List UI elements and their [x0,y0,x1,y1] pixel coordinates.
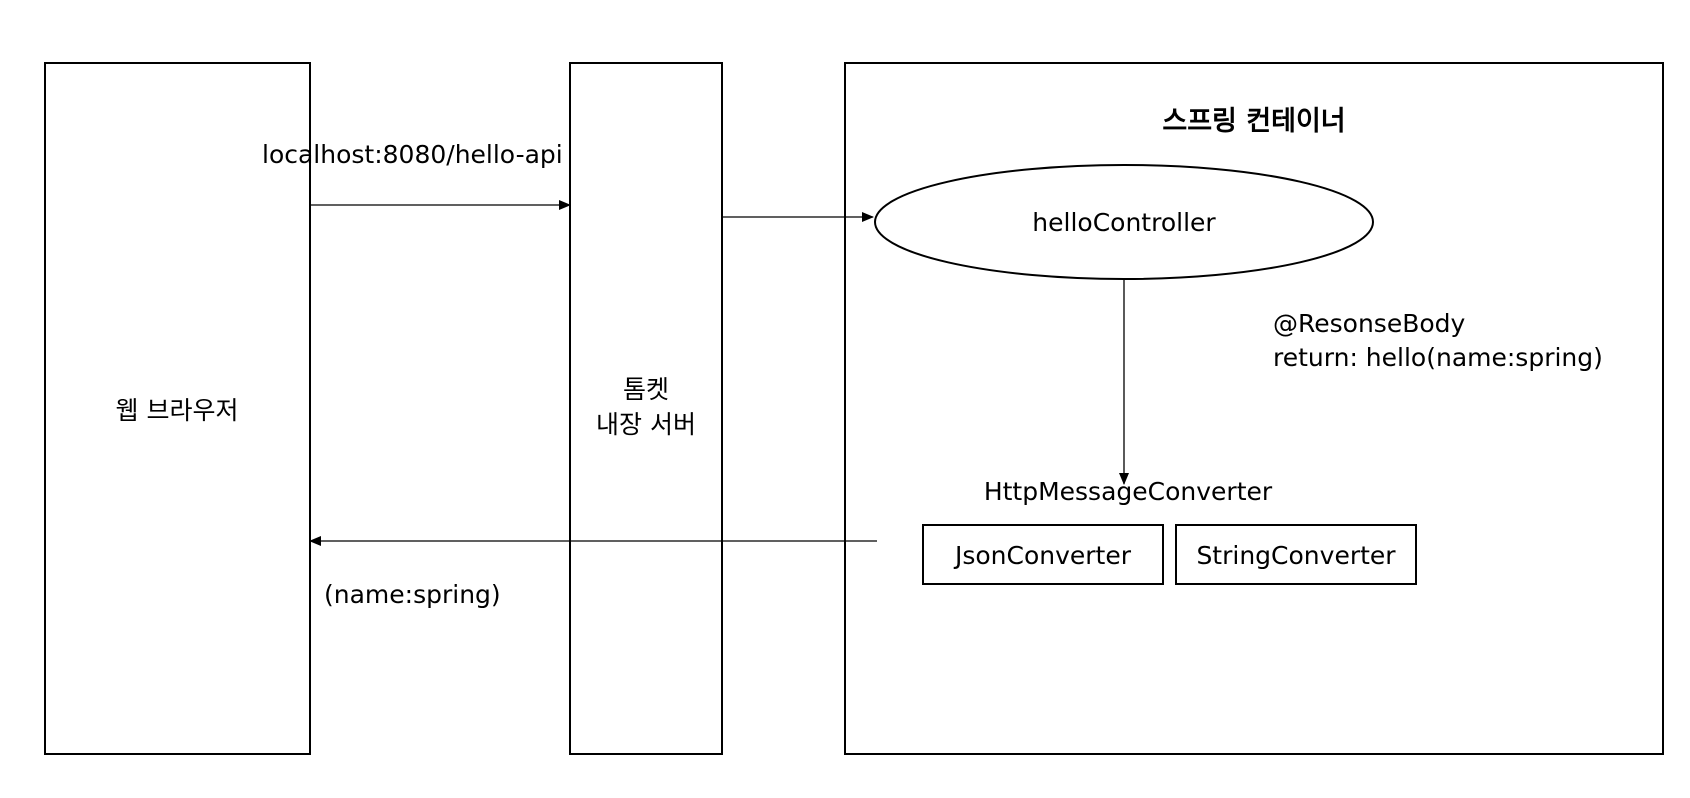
hello-controller-node: helloController [874,164,1374,280]
request-edge: localhost:8080/hello-api [262,140,571,210]
response-edge: (name:spring) [309,536,877,609]
response-payload-label: (name:spring) [324,580,501,609]
response-body-annotation-label: @ResonseBody [1273,309,1466,338]
http-message-converter-node: HttpMessageConverter JsonConverter Strin… [922,477,1417,585]
controller-to-converter-edge: @ResonseBody return: hello(name:spring) [1119,279,1603,485]
json-converter-label: JsonConverter [953,541,1132,570]
tomcat-node: 톰켓 내장 서버 [569,62,723,755]
tomcat-box [569,62,723,755]
spring-container-node: 스프링 컨테이너 [844,62,1664,755]
tomcat-label-line1: 톰켓 [623,375,669,404]
return-value-label: return: hello(name:spring) [1273,343,1603,372]
string-converter-label: StringConverter [1196,541,1396,570]
string-converter-box [1175,524,1417,585]
request-url-label: localhost:8080/hello-api [262,140,563,169]
spring-container-box [844,62,1664,755]
spring-container-title: 스프링 컨테이너 [1162,106,1345,137]
http-message-converter-label: HttpMessageConverter [984,477,1273,506]
tomcat-label-line2: 내장 서버 [596,410,696,439]
json-converter-box [922,524,1164,585]
hello-controller-label: helloController [1032,208,1216,237]
web-browser-box [44,62,311,755]
web-browser-label: 웹 브라우저 [116,396,239,425]
web-browser-node: 웹 브라우저 [44,62,311,755]
